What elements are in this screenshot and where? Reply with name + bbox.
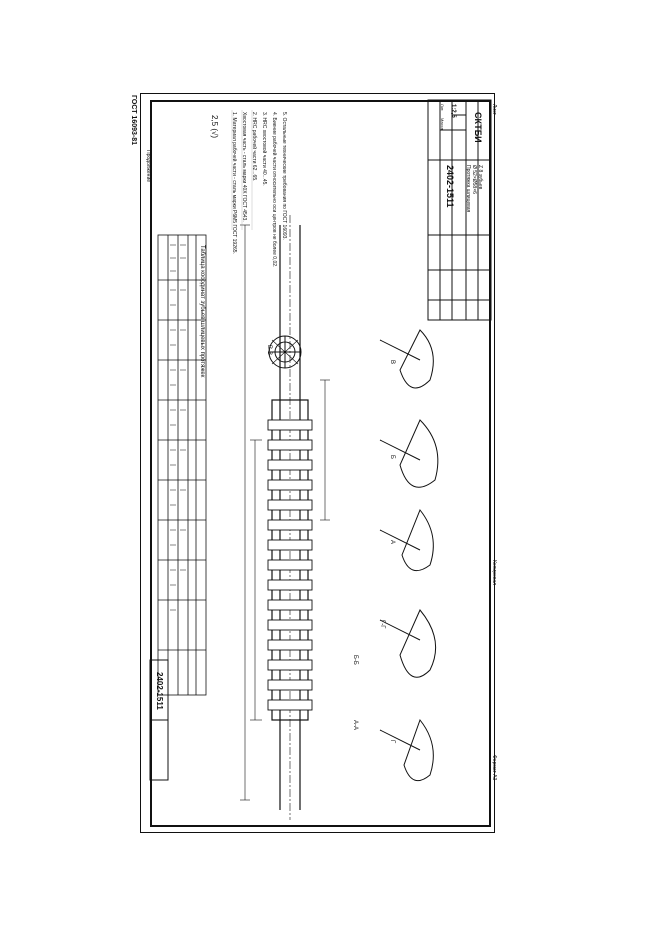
title-name-1: Протяжка шлицевая — [465, 165, 471, 213]
section-bb-label: Б-Б — [352, 655, 358, 665]
section-aa-label: А-А — [352, 720, 358, 731]
sheet-label: Лист — [491, 104, 497, 115]
designation-strip — [149, 659, 169, 781]
sheet-outer-frame — [140, 93, 495, 833]
table-title: Таблица координат зубьев шлицевых протяж… — [199, 245, 205, 378]
title-org: СКТБИ — [473, 112, 483, 143]
designation-small: 2402-1511 — [155, 672, 164, 710]
roughness-mark: 2,5 (√) — [210, 115, 219, 139]
note-3: 2. HRC рабочей части 62...65. — [251, 112, 257, 182]
broach-teeth — [267, 419, 313, 711]
dimension-lines — [240, 224, 330, 801]
detail-views — [379, 329, 439, 782]
sheet-inner-frame — [150, 100, 491, 827]
note-6: 5. Остальные технические требования по Г… — [281, 112, 287, 240]
section-gg-label: Г-Г — [379, 620, 385, 629]
title-name-2: Ø 52×Ø58×6 — [471, 165, 477, 194]
section-vv-label: В-В — [266, 345, 272, 356]
note-1: 1. Материал рабочей части - сталь марки … — [231, 112, 237, 254]
title-block — [427, 99, 492, 321]
section-bb-view — [268, 335, 302, 369]
footer-copied: Копировал — [491, 560, 497, 586]
note-2: Хвостовая часть - сталь марки 40Х ГОСТ 4… — [241, 112, 247, 222]
note-5: 4. Биение рабочей части относительно оси… — [271, 112, 277, 268]
view-v-label: В — [389, 360, 395, 365]
note-4: 3. HRC хвостовой части 40...45. — [261, 112, 267, 186]
table-cell-marks — [170, 244, 186, 611]
footer-format: Формат А3 — [491, 755, 497, 781]
notes-lines — [231, 110, 253, 230]
view-a-label: А — [389, 540, 395, 545]
broach-body — [271, 215, 309, 820]
title-letter: Лит. — [440, 104, 445, 112]
coordinates-table — [157, 234, 207, 696]
view-g-label: Г — [389, 740, 395, 744]
title-mass: Масса — [440, 118, 445, 130]
title-name-3: Z 8 зубьев — [477, 165, 483, 190]
view-b-label: Б — [389, 455, 395, 459]
designation-title: 2402-1511 — [445, 165, 455, 208]
title-scale-value: 1:2,5 — [450, 104, 456, 118]
